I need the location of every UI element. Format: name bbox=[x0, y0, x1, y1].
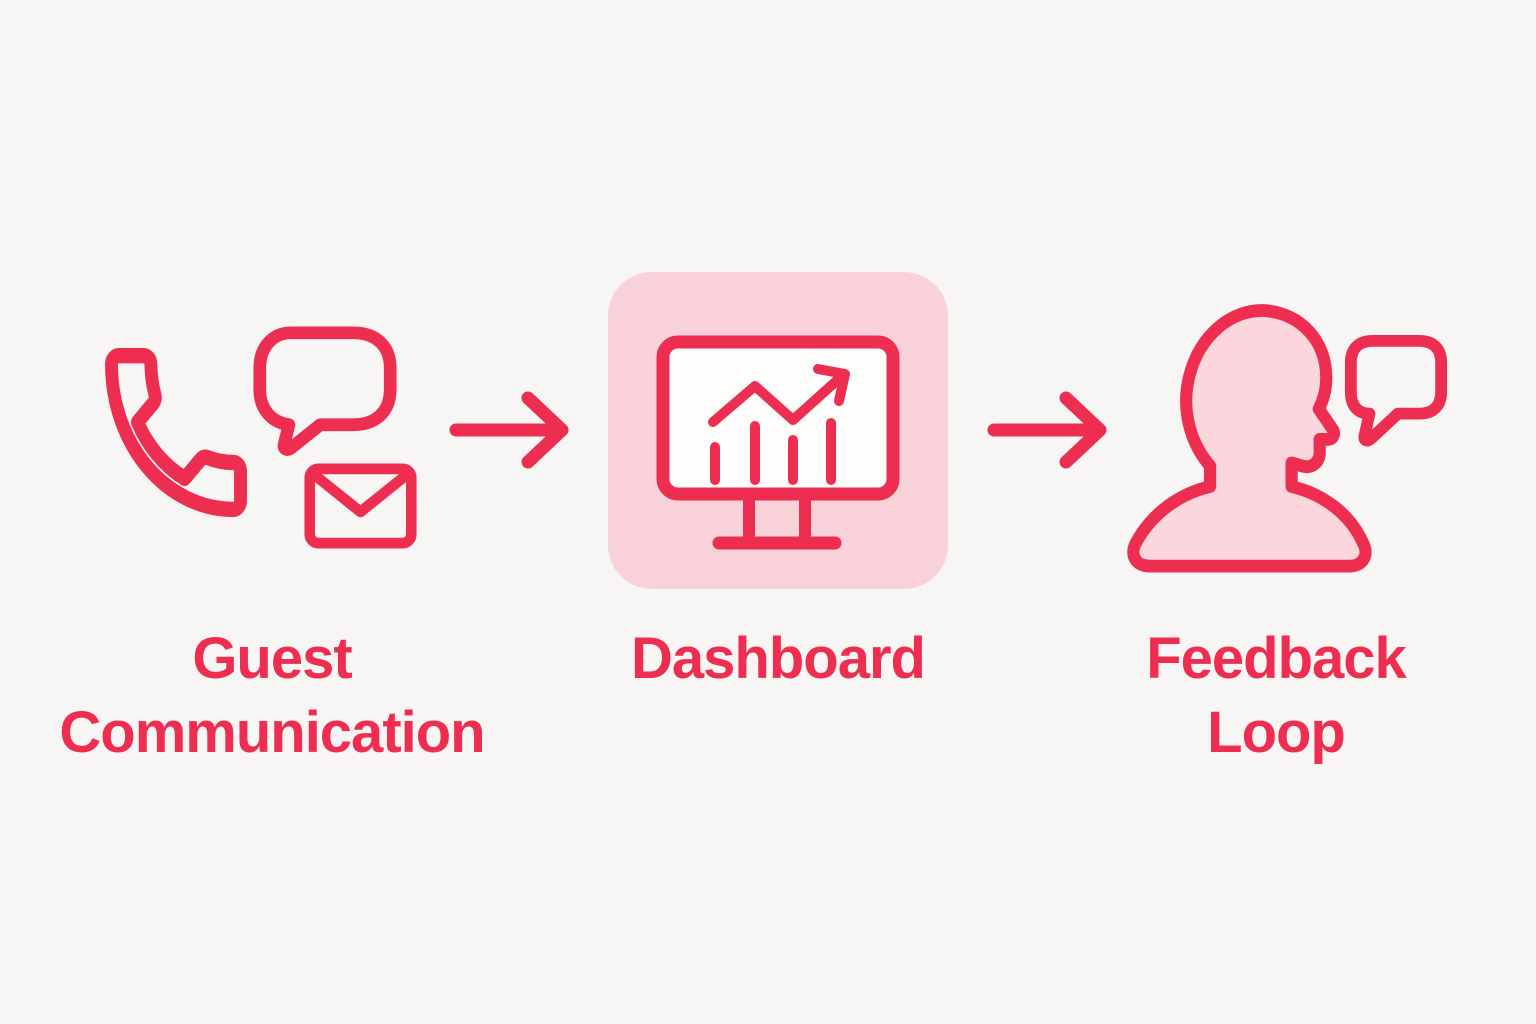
monitor-chart-icon bbox=[655, 334, 901, 556]
phone-icon bbox=[90, 330, 262, 535]
label-line: Dashboard bbox=[631, 626, 926, 691]
arrow-right-icon bbox=[986, 386, 1114, 474]
speech-bubble-icon bbox=[1343, 333, 1449, 451]
dashboard-card bbox=[608, 272, 948, 589]
step-label-dashboard: Dashboard bbox=[608, 622, 948, 696]
label-line: Guest bbox=[192, 626, 352, 691]
arrow-right-icon bbox=[448, 386, 576, 474]
label-line: Feedback bbox=[1146, 626, 1407, 691]
envelope-icon bbox=[303, 462, 418, 550]
person-talking-icon bbox=[1122, 289, 1375, 576]
step-label-guest-communication: Guest Communication bbox=[12, 622, 532, 770]
label-line: Communication bbox=[59, 700, 485, 765]
chat-bubble-icon bbox=[252, 325, 398, 457]
label-line: Loop bbox=[1207, 700, 1346, 765]
step-label-feedback-loop: Feedback Loop bbox=[1016, 622, 1536, 770]
